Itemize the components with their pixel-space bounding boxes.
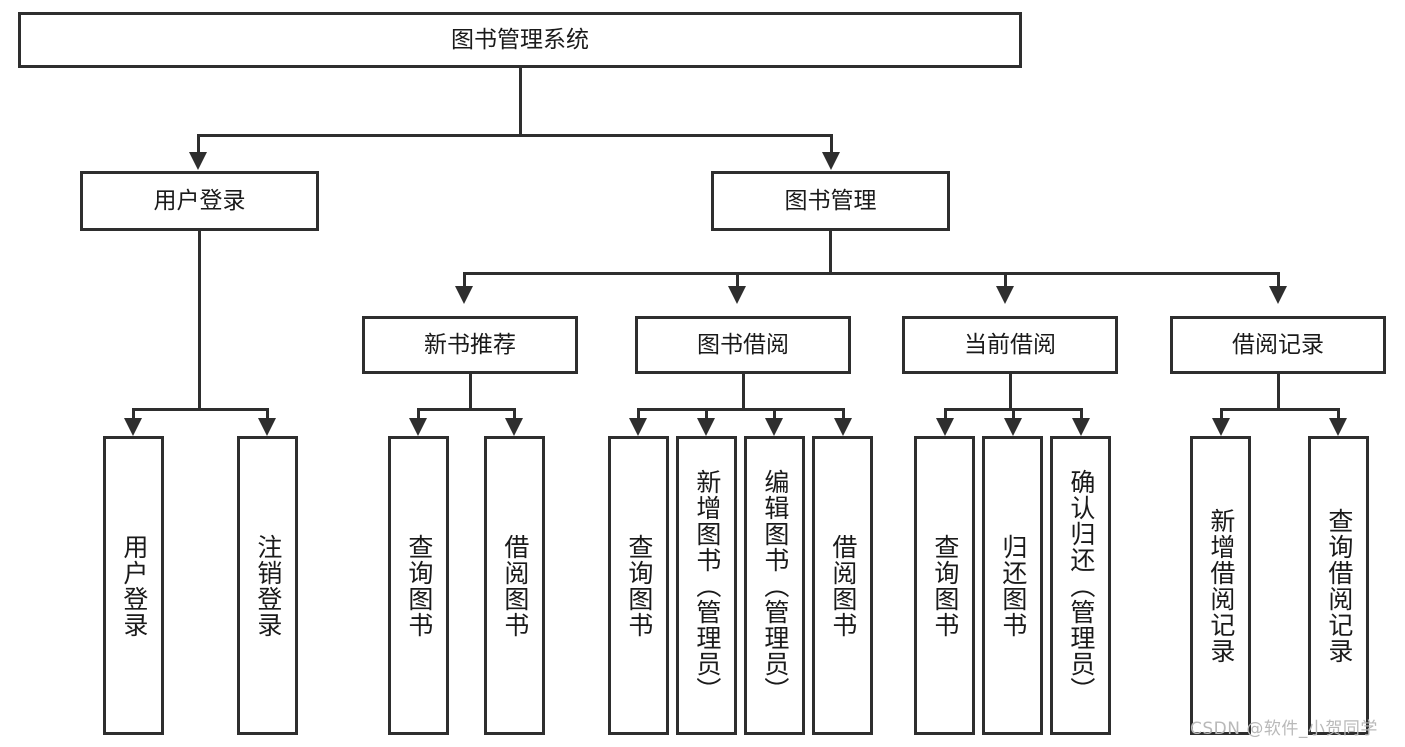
node-label: 当前借阅 [964,331,1056,358]
leaf-user-login-logout[interactable]: 注销登录 [237,436,298,735]
arrow-nb-to-leaf-0 [409,418,427,436]
edge-br-to-leaf-0 [1220,408,1223,420]
arrow-cb-to-leaf-2 [1072,418,1090,436]
arrow-bm-to-new-book [455,286,473,304]
edge-root-to-user-login [197,134,200,154]
edge-bb-to-leaf-1 [705,408,708,420]
arrow-cb-to-leaf-1 [1004,418,1022,436]
leaf-book-borrow-borrow[interactable]: 借阅图书 [812,436,873,735]
leaf-book-borrow-add[interactable]: 新增图书（管理员） [676,436,737,735]
leaf-book-borrow-edit[interactable]: 编辑图书（管理员） [744,436,805,735]
node-label: 查询图书 [404,533,434,638]
arrow-bb-to-leaf-3 [834,418,852,436]
node-user-login[interactable]: 用户登录 [80,171,319,231]
leaf-current-borrow-return[interactable]: 归还图书 [982,436,1043,735]
node-label: 借阅图书 [828,533,858,638]
arrow-user-login-to-leaf-1 [258,418,276,436]
arrow-nb-to-leaf-1 [505,418,523,436]
edge-book-borrow-stem [742,374,745,408]
arrow-cb-to-leaf-0 [936,418,954,436]
edge-cb-to-leaf-1 [1012,408,1015,420]
node-label: 确认归还（管理员） [1066,468,1096,703]
node-label: 图书管理系统 [451,26,589,53]
node-label: 注销登录 [253,533,283,638]
edge-bb-to-leaf-3 [842,408,845,420]
node-book-borrow[interactable]: 图书借阅 [635,316,851,374]
edge-bm-to-borrow-record [1277,272,1280,288]
arrow-root-to-user-login [189,152,207,170]
node-label: 编辑图书（管理员） [760,468,790,703]
edge-user-login-to-leaf-1 [266,408,269,420]
leaf-user-login-login[interactable]: 用户登录 [103,436,164,735]
node-root-book-management-system[interactable]: 图书管理系统 [18,12,1022,68]
edge-nb-to-leaf-1 [513,408,516,420]
edge-root-bus [197,134,833,137]
edge-book-management-stem [829,231,832,272]
edge-user-login-bus [132,408,269,411]
node-current-borrow[interactable]: 当前借阅 [902,316,1118,374]
edge-bb-to-leaf-0 [637,408,640,420]
leaf-new-book-query[interactable]: 查询图书 [388,436,449,735]
node-label: 借阅记录 [1232,331,1324,358]
arrow-root-to-book-management [822,152,840,170]
edge-cb-to-leaf-2 [1080,408,1083,420]
edge-current-borrow-stem [1009,374,1012,408]
node-label: 图书借阅 [697,331,789,358]
leaf-book-borrow-query[interactable]: 查询图书 [608,436,669,735]
arrow-bb-to-leaf-1 [697,418,715,436]
node-label: 图书管理 [784,187,877,214]
edge-borrow-record-stem [1277,374,1280,408]
node-book-management[interactable]: 图书管理 [711,171,950,231]
edge-book-management-bus [463,272,1280,275]
node-label: 查询借阅记录 [1324,507,1354,664]
edge-bm-to-current-borrow [1004,272,1007,288]
node-label: 查询图书 [624,533,654,638]
edge-borrow-record-bus [1220,408,1340,411]
arrow-bb-to-leaf-0 [629,418,647,436]
edge-user-login-to-leaf-0 [132,408,135,420]
node-label: 借阅图书 [500,533,530,638]
node-label: 新增图书（管理员） [692,468,722,703]
arrow-br-to-leaf-1 [1329,418,1347,436]
node-label: 归还图书 [998,533,1028,638]
leaf-current-borrow-confirm-return[interactable]: 确认归还（管理员） [1050,436,1111,735]
arrow-bb-to-leaf-2 [765,418,783,436]
edge-bm-to-book-borrow [736,272,739,288]
node-label: 新增借阅记录 [1206,507,1236,664]
node-label: 查询图书 [930,533,960,638]
edge-book-borrow-bus [637,408,845,411]
arrow-bm-to-current-borrow [996,286,1014,304]
arrow-user-login-to-leaf-0 [124,418,142,436]
edge-user-login-stem [198,231,201,408]
edge-bb-to-leaf-2 [773,408,776,420]
edge-cb-to-leaf-0 [944,408,947,420]
edge-br-to-leaf-1 [1337,408,1340,420]
node-label: 新书推荐 [424,331,516,358]
edge-new-book-stem [469,374,472,408]
watermark-text: CSDN @软件_小贺同学 [1190,719,1378,739]
node-borrow-record[interactable]: 借阅记录 [1170,316,1386,374]
edge-root-stem [519,68,522,134]
arrow-bm-to-book-borrow [728,286,746,304]
arrow-bm-to-borrow-record [1269,286,1287,304]
node-new-book-recommend[interactable]: 新书推荐 [362,316,578,374]
node-label: 用户登录 [153,187,246,214]
leaf-new-book-borrow[interactable]: 借阅图书 [484,436,545,735]
leaf-borrow-record-query[interactable]: 查询借阅记录 [1308,436,1369,735]
edge-new-book-bus [417,408,516,411]
leaf-borrow-record-add[interactable]: 新增借阅记录 [1190,436,1251,735]
edge-bm-to-new-book [463,272,466,288]
edge-nb-to-leaf-0 [417,408,420,420]
arrow-br-to-leaf-0 [1212,418,1230,436]
node-label: 用户登录 [119,533,149,638]
edge-root-to-book-management [830,134,833,154]
leaf-current-borrow-query[interactable]: 查询图书 [914,436,975,735]
